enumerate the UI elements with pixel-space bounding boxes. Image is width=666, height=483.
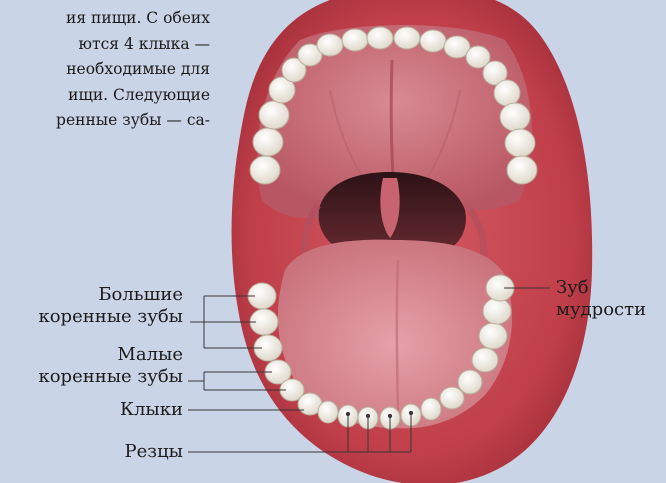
label-big-molars: Большие коренные зубы [38,284,183,328]
label-wisdom-line1: Зуб [556,277,646,299]
label-small-molars-line1: Малые [38,344,183,366]
label-canines: Клыки [120,399,183,421]
label-big-molars-line2: коренные зубы [38,306,183,328]
label-big-molars-line1: Большие [38,284,183,306]
label-wisdom-line2: мудрости [556,299,646,321]
label-small-molars: Малые коренные зубы [38,344,183,388]
label-incisors: Резцы [125,441,183,463]
label-wisdom-tooth: Зуб мудрости [556,277,646,321]
label-small-molars-line2: коренные зубы [38,366,183,388]
